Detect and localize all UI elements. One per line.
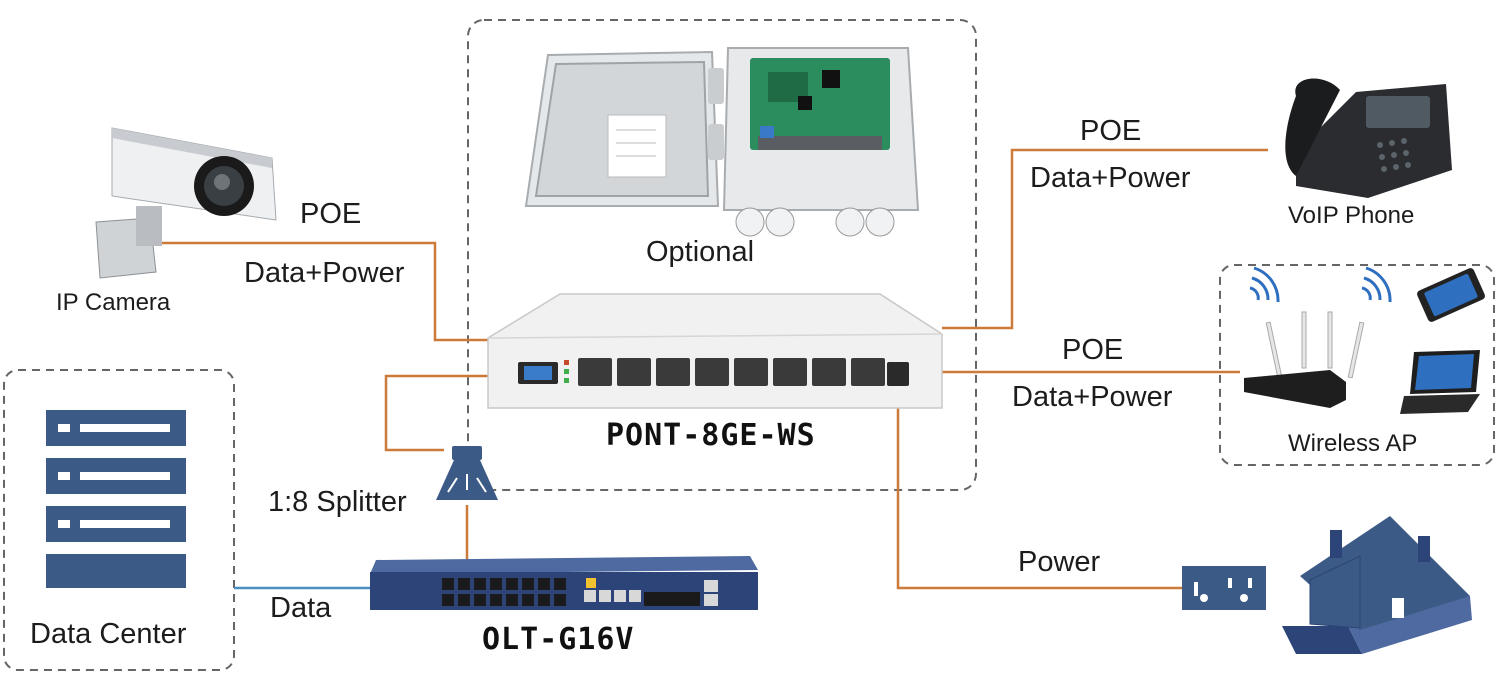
house-icon bbox=[1282, 516, 1472, 654]
camera-poe-label: POE bbox=[300, 198, 362, 230]
ip-camera-icon bbox=[95, 127, 277, 279]
optional-label: Optional bbox=[646, 236, 755, 268]
wireless-ap-group-box bbox=[1219, 264, 1495, 466]
voip-phone-icon bbox=[1285, 78, 1452, 198]
power-socket-icon bbox=[1182, 566, 1266, 610]
power-link-line bbox=[896, 380, 1182, 590]
data-center-label: Data Center bbox=[30, 618, 187, 650]
camera-data-power-label: Data+Power bbox=[244, 257, 405, 289]
olt-device bbox=[370, 556, 758, 610]
voip-phone-label: VoIP Phone bbox=[1288, 202, 1415, 229]
camera-link-line bbox=[160, 241, 490, 342]
phone-link-line bbox=[942, 148, 1268, 330]
splitter-label: 1:8 Splitter bbox=[268, 486, 407, 518]
olt-model-label: OLT-G16V bbox=[482, 622, 635, 657]
splitter-icon bbox=[436, 446, 498, 500]
server-rack-icon bbox=[46, 410, 186, 588]
phone-data-power-label: Data+Power bbox=[1030, 162, 1191, 194]
laptop-icon bbox=[1400, 350, 1480, 414]
wireless-ap-label: Wireless AP bbox=[1288, 430, 1418, 457]
wifi-signal-icon bbox=[1249, 266, 1392, 303]
phone-poe-label: POE bbox=[1080, 115, 1142, 147]
data-link-label: Data bbox=[270, 592, 332, 624]
power-label: Power bbox=[1018, 546, 1101, 578]
onu-model-label: PONT-8GE-WS bbox=[606, 418, 816, 453]
ap-poe-label: POE bbox=[1062, 334, 1124, 366]
wireless-router-icon bbox=[1244, 311, 1365, 408]
pont-onu-device bbox=[487, 293, 943, 409]
data-center-group-box bbox=[3, 369, 235, 671]
fiber-link-line bbox=[384, 374, 530, 452]
ap-data-power-label: Data+Power bbox=[1012, 381, 1173, 413]
onu-optional-group-box bbox=[467, 19, 977, 491]
ip-camera-label: IP Camera bbox=[56, 289, 171, 316]
outdoor-enclosure-image bbox=[524, 47, 920, 237]
tablet-icon bbox=[1417, 268, 1485, 322]
